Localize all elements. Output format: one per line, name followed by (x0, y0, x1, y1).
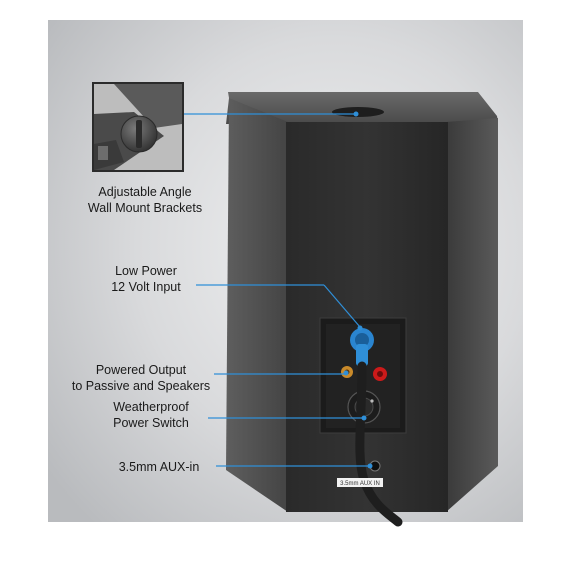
callout-powered-output: Powered Output to Passive and Speakers (66, 362, 216, 394)
callout-lines (180, 111, 373, 469)
cabinet-left-side (226, 98, 288, 512)
callout-input-line2: 12 Volt Input (111, 280, 181, 294)
callout-input-line1: Low Power (115, 264, 177, 278)
callout-mount-line2: Wall Mount Brackets (87, 201, 203, 215)
aux-label-plate (337, 478, 383, 487)
speaker-cabinet (226, 92, 498, 512)
callout-switch-line2: Power Switch (113, 416, 189, 430)
callout-mount-line1: Adjustable Angle (98, 185, 192, 199)
cabinet-back-panel (286, 122, 448, 512)
callout-power-input: Low Power 12 Volt Input (96, 263, 196, 295)
aux-label-text: 3.5mm AUX IN (340, 481, 380, 487)
callout-output-line2: to Passive and Speakers (71, 379, 211, 393)
power-cable (355, 361, 403, 527)
mount-bracket-icon (94, 84, 182, 170)
callout-aux-in: 3.5mm AUX-in (100, 459, 218, 475)
connection-panel (319, 317, 407, 434)
callout-aux-line1: 3.5mm AUX-in (118, 460, 200, 474)
callout-switch-line1: Weatherproof (113, 400, 189, 414)
callout-output-line1: Powered Output (95, 363, 187, 377)
callout-mount-brackets: Adjustable Angle Wall Mount Brackets (70, 184, 220, 216)
callout-power-switch: Weatherproof Power Switch (96, 399, 206, 431)
mount-bracket-inset (92, 82, 184, 172)
cabinet-right-side (446, 118, 498, 512)
